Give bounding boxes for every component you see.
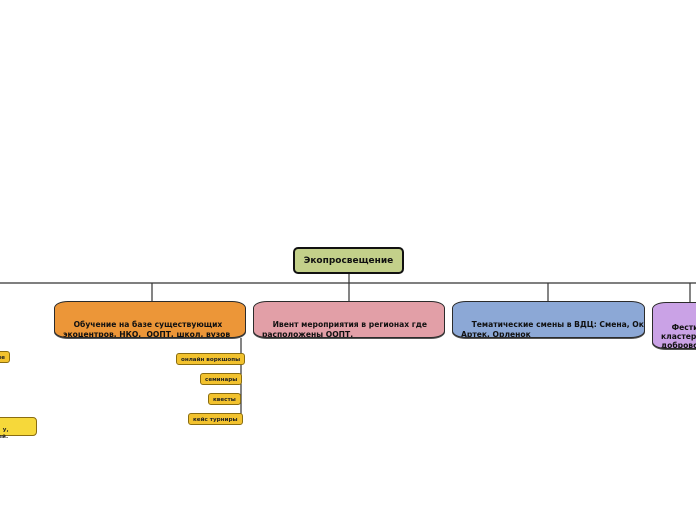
root-node[interactable]: Экопросвещение: [293, 247, 404, 274]
branch-label: Обучение на базе существующих экоцентров…: [63, 320, 231, 338]
branch-label: Ивент мероприятия в регионах где располо…: [262, 320, 428, 338]
leaf-node-online-workshops[interactable]: онлайн воркшопы: [176, 353, 246, 365]
leaf-node-seminars[interactable]: семинары: [200, 373, 243, 385]
offscreen-leaf-node[interactable]: ие: [0, 351, 10, 363]
leaf-node-quests[interactable]: квесты: [208, 393, 241, 405]
branch-label: Фестивал кластеры доброволь: [661, 323, 696, 349]
leaf-label: онлайн воркшопы: [181, 357, 241, 363]
branch-label: Тематические смены в ВДЦ: Смена, Океан, …: [461, 320, 644, 338]
leaf-label: ие: [0, 355, 5, 361]
leaf-node-case-tournaments[interactable]: кейс турниры: [188, 413, 243, 425]
branch-node-events[interactable]: Ивент мероприятия в регионах где располо…: [253, 301, 445, 338]
branch-node-training[interactable]: Обучение на базе существующих экоцентров…: [54, 301, 246, 338]
leaf-label: кейс турниры: [193, 417, 238, 423]
branch-node-festivals[interactable]: Фестивал кластеры доброволь: [652, 302, 696, 349]
leaf-label: у, тей.: [0, 427, 9, 440]
root-label: Экопросвещение: [303, 255, 394, 266]
leaf-label: семинары: [205, 377, 238, 383]
branch-node-camps[interactable]: Тематические смены в ВДЦ: Смена, Океан, …: [452, 301, 645, 338]
leaf-label: квесты: [213, 397, 236, 403]
offscreen-note-node[interactable]: у, тей.: [0, 417, 37, 440]
